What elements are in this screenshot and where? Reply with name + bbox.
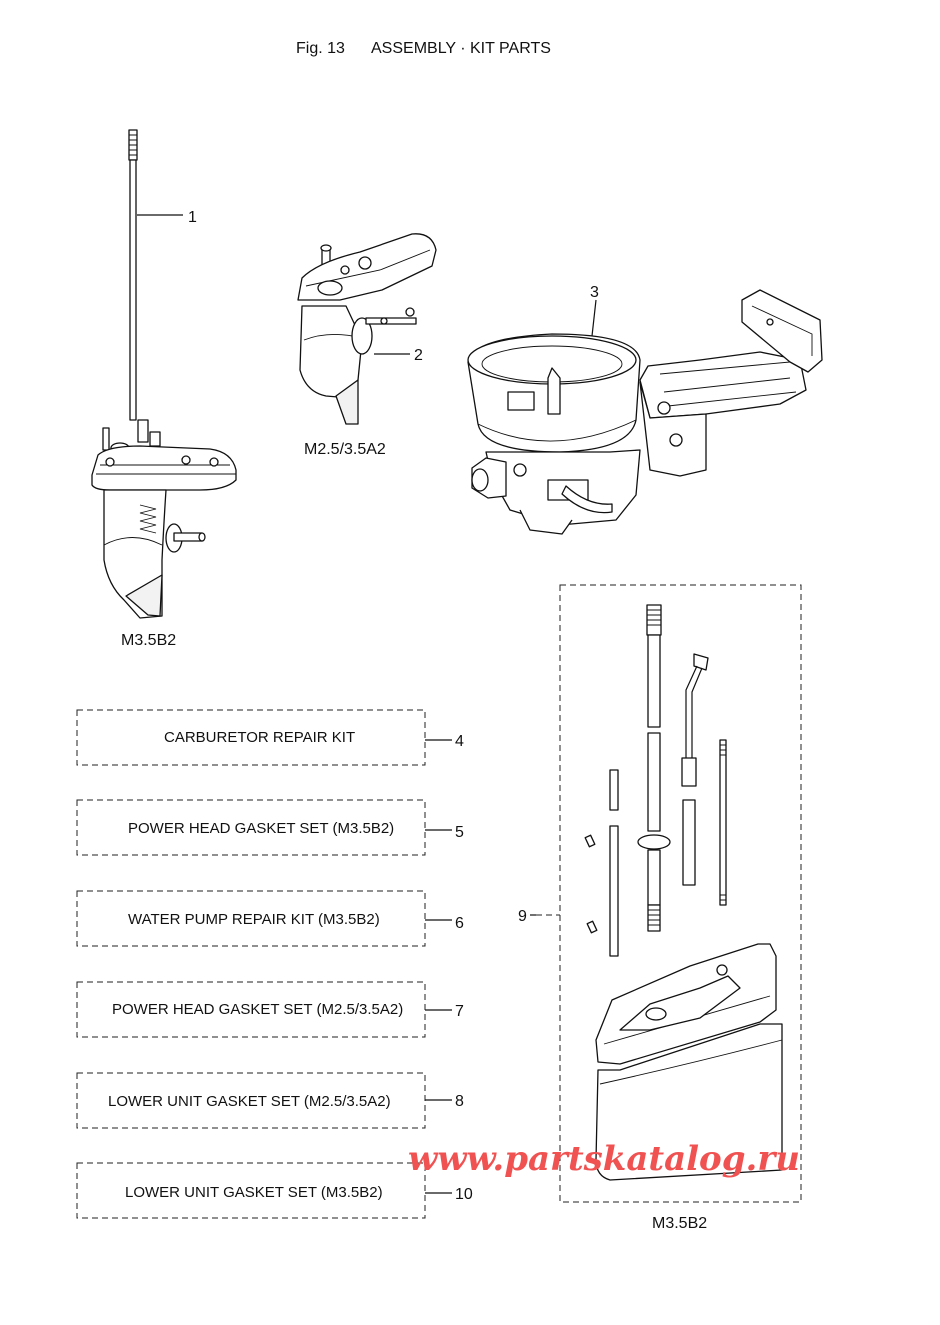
shaft-kit-group-drawing <box>530 584 802 1203</box>
kit-box-10 <box>76 1162 452 1219</box>
kit-number-5: 5 <box>455 824 464 841</box>
kit-number-4: 4 <box>455 733 464 750</box>
watermark-text: www.partskatalog.ru <box>408 1139 800 1179</box>
lower-unit-m35b2-drawing <box>91 129 237 619</box>
kit-label-7: POWER HEAD GASKET SET (M2.5/3.5A2) <box>112 1001 403 1018</box>
kit-label-6: WATER PUMP REPAIR KIT (M3.5B2) <box>128 911 380 928</box>
kit-label-8: LOWER UNIT GASKET SET (M2.5/3.5A2) <box>108 1093 391 1110</box>
kit-box-8 <box>76 1072 452 1129</box>
power-head-assembly-drawing <box>467 289 823 535</box>
part-number-2: 2 <box>414 347 423 364</box>
part-number-9: 9 <box>518 908 527 925</box>
kit-box-6 <box>76 890 452 947</box>
figure-title: ASSEMBLY · KIT PARTS <box>371 40 551 57</box>
kit-number-10: 10 <box>455 1186 473 1203</box>
kit-label-10: LOWER UNIT GASKET SET (M3.5B2) <box>125 1184 383 1201</box>
kit-label-5: POWER HEAD GASKET SET (M3.5B2) <box>128 820 394 837</box>
part-number-3: 3 <box>590 284 599 301</box>
kit-box-5 <box>76 799 452 856</box>
part-variant-9: M3.5B2 <box>652 1215 707 1232</box>
part-variant-1: M3.5B2 <box>121 632 176 649</box>
part-number-1: 1 <box>188 209 197 226</box>
kit-number-7: 7 <box>455 1003 464 1020</box>
kit-label-4: CARBURETOR REPAIR KIT <box>164 729 355 746</box>
kit-box-4 <box>76 709 452 766</box>
lower-unit-m25-35a2-drawing <box>297 233 437 425</box>
figure-label: Fig. 13 <box>296 40 345 57</box>
kit-number-8: 8 <box>455 1093 464 1110</box>
kit-box-7 <box>76 981 452 1038</box>
kit-number-6: 6 <box>455 915 464 932</box>
part-variant-2: M2.5/3.5A2 <box>304 441 386 458</box>
